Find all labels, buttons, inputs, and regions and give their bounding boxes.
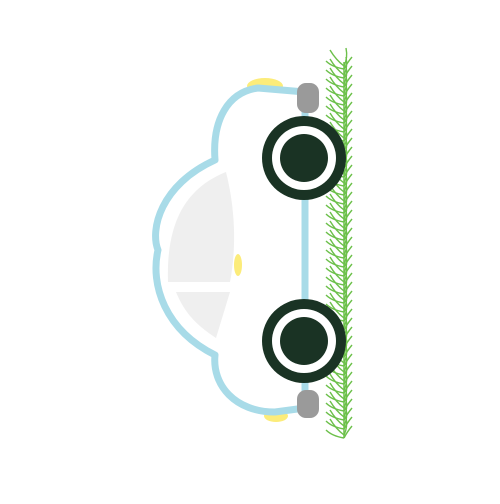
grass-blade (329, 220, 345, 238)
grass-blade (325, 393, 345, 403)
grass-blade (325, 267, 345, 277)
grass-blade (329, 211, 345, 229)
wheel-top (262, 116, 346, 200)
grass-blade (329, 67, 345, 85)
grass-blade (325, 204, 345, 214)
grass-blade (329, 229, 345, 247)
grass-blade (325, 375, 345, 385)
grass-blade (329, 265, 345, 283)
grass-blade (329, 283, 345, 301)
bumper-top (297, 83, 319, 113)
grass-blade (329, 382, 345, 400)
window-front (167, 172, 235, 282)
grass-blade (329, 94, 345, 112)
grass-blade (325, 105, 345, 115)
grass-blade (329, 76, 345, 94)
wheel-bottom (262, 299, 346, 383)
grass-blade (325, 60, 345, 70)
grass-blade (329, 391, 345, 409)
grass-blade (325, 276, 345, 286)
grass-blade (325, 411, 345, 421)
grass-blade (325, 402, 345, 412)
grass-blade (329, 58, 345, 76)
bumper-bottom (297, 390, 319, 418)
grass-blade (329, 112, 345, 130)
grass-blade (325, 384, 345, 394)
grass-blade (325, 114, 345, 124)
window-rear (176, 292, 230, 338)
grass-blade (329, 409, 345, 427)
grass-blade (325, 294, 345, 304)
grass-blade (329, 103, 345, 121)
grass-blade (325, 249, 345, 259)
grass-blade (325, 213, 345, 223)
grass-blade (329, 256, 345, 274)
grass-blade (325, 69, 345, 79)
grass-blade (325, 429, 345, 439)
grass-blade (329, 238, 345, 256)
grass-blade (329, 121, 345, 139)
grass-blade (329, 418, 345, 436)
grass-blade (325, 87, 345, 97)
grass-blade (329, 85, 345, 103)
grass-blade (329, 247, 345, 265)
grass-blade (329, 49, 345, 67)
grass-blade (329, 292, 345, 310)
grass-blade (329, 193, 345, 211)
grass-blade (325, 258, 345, 268)
grass-blade (325, 96, 345, 106)
grass-blade (325, 231, 345, 241)
grass-blade (329, 373, 345, 391)
grass-blade (329, 301, 345, 319)
grass-blade (325, 222, 345, 232)
grass-blade (325, 285, 345, 295)
grass-blade (329, 400, 345, 418)
grass-blade (325, 303, 345, 313)
grass-blade (325, 240, 345, 250)
grass-blade (329, 274, 345, 292)
grass-blade (325, 195, 345, 205)
grass-blade (325, 78, 345, 88)
grass-strip (325, 47, 353, 439)
grass-blade (329, 202, 345, 220)
grass-blade (325, 420, 345, 430)
door-handle (234, 254, 242, 276)
